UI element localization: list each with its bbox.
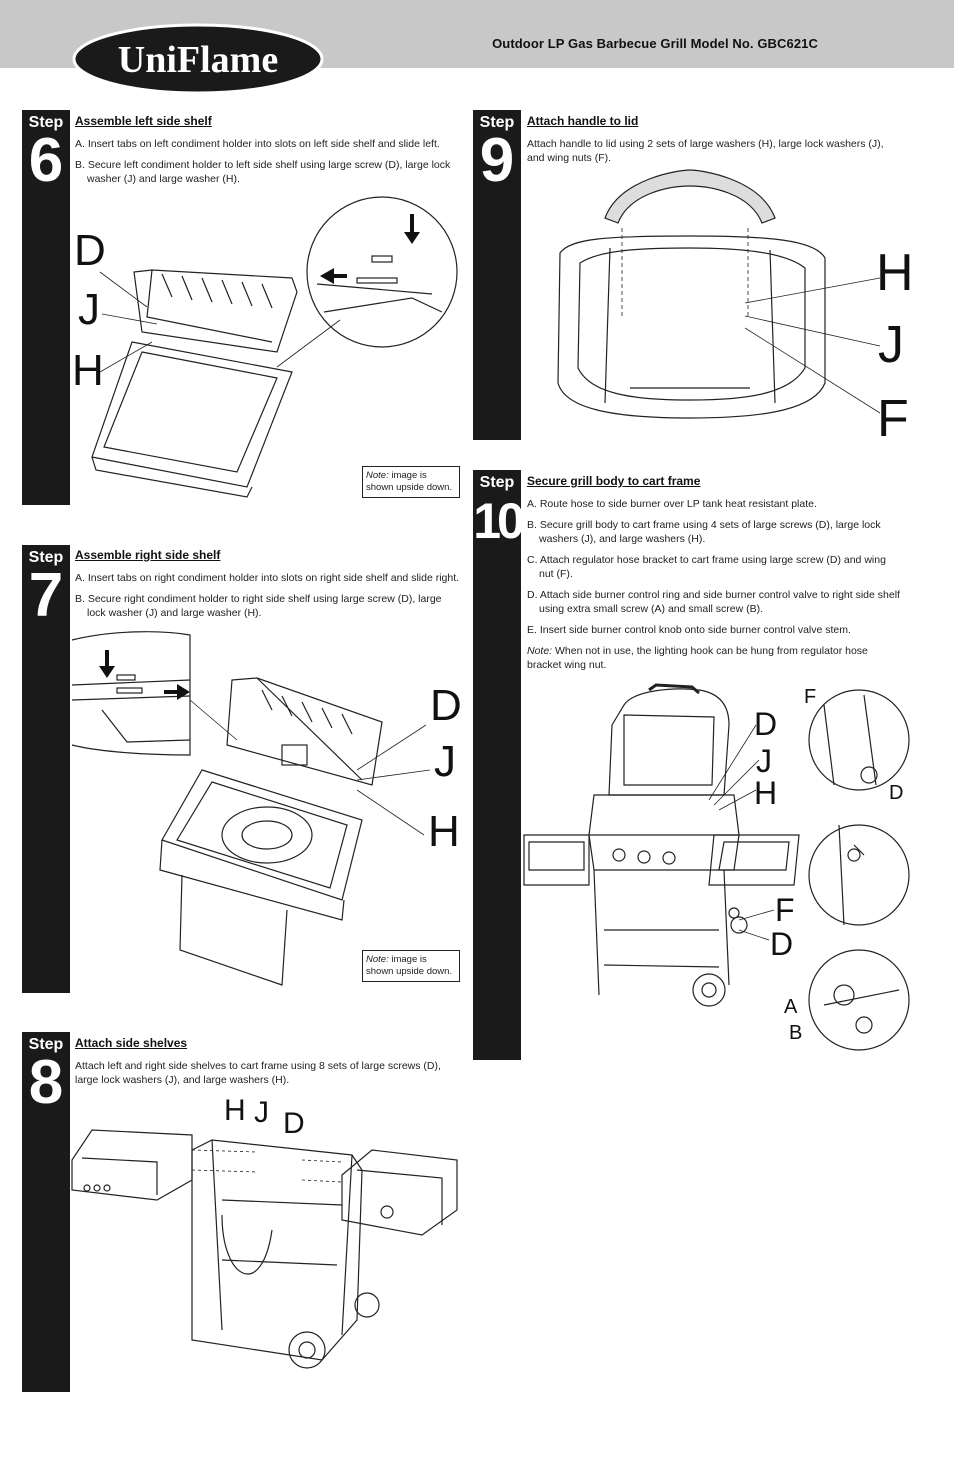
step-7-instructions: A. Insert tabs on right condiment holder…: [75, 571, 460, 627]
step-6-instructions: A. Insert tabs on left condiment holder …: [75, 137, 460, 193]
step-7-letter-d: D: [430, 681, 462, 730]
step-10-letter-h: H: [754, 775, 778, 811]
uniflame-logo: UniFlame: [72, 23, 324, 95]
step-7-note: Note: image is shown upside down.: [362, 950, 460, 982]
step-10-bar: Step 10: [473, 470, 525, 1060]
step-10-detail-f: F: [804, 686, 817, 708]
step-7-bar: Step 7: [22, 545, 70, 993]
step-7-b: B. Secure right condiment holder to righ…: [75, 593, 442, 619]
note-label: Note:: [366, 470, 389, 481]
step-label: Step: [28, 549, 64, 566]
step-10-detail-a: A: [784, 996, 798, 1018]
step-number: 8: [28, 1048, 64, 1117]
step-6-letter-j: J: [78, 285, 100, 334]
step-10-letter-d: D: [754, 706, 778, 742]
step-10-note: Note: When not in use, the lighting hook…: [527, 644, 902, 672]
note-label: Note:: [527, 645, 553, 657]
note-text: image is shown upside down.: [366, 954, 453, 977]
step-number: 9: [479, 126, 515, 195]
step-10-e: E. Insert side burner control knob onto …: [527, 624, 851, 636]
step-label: Step: [28, 1036, 64, 1053]
step-number: 7: [28, 561, 64, 630]
step-10-illustration: [523, 683, 910, 1051]
step-9-illustration: [557, 169, 881, 419]
step-7-title: Assemble right side shelf: [75, 548, 221, 562]
step-7-illustration: [71, 631, 431, 986]
step-8-title: Attach side shelves: [75, 1036, 188, 1050]
note-label: Note:: [366, 954, 389, 965]
step-7-letter-h: H: [428, 807, 460, 856]
step-8-letter-d: D: [283, 1107, 305, 1140]
step-10-instructions: A. Route hose to side burner over LP tan…: [527, 497, 902, 679]
step-10-c: C. Attach regulator hose bracket to cart…: [527, 554, 886, 580]
step-10-detail-b: B: [789, 1022, 803, 1044]
step-10-title: Secure grill body to cart frame: [527, 474, 701, 488]
step-label: Step: [479, 474, 515, 491]
note-text: When not in use, the lighting hook can b…: [527, 645, 868, 671]
step-9-letter-h: H: [876, 244, 914, 302]
step-6-letter-d: D: [74, 226, 106, 275]
step-9-instructions: Attach handle to lid using 2 sets of lar…: [527, 137, 902, 172]
step-9-letter-f: F: [877, 390, 909, 448]
brand-text: UniFlame: [118, 39, 278, 81]
step-8-letter-h: H: [224, 1094, 246, 1127]
step-10-letter-j: J: [756, 743, 772, 779]
note-text: image is shown upside down.: [366, 470, 453, 493]
step-8-text: Attach left and right side shelves to ca…: [75, 1060, 441, 1086]
step-6-a: A. Insert tabs on left condiment holder …: [75, 138, 440, 150]
step-9-title: Attach handle to lid: [527, 114, 639, 128]
step-6-letter-h: H: [72, 346, 104, 395]
step-label: Step: [479, 114, 515, 131]
step-9-text: Attach handle to lid using 2 sets of lar…: [527, 138, 884, 164]
step-9-letter-j: J: [878, 316, 904, 374]
step-number: 10: [473, 493, 525, 549]
step-8-illustration: [71, 1129, 458, 1369]
step-10-d: D. Attach side burner control ring and s…: [527, 589, 900, 615]
step-6-title: Assemble left side shelf: [75, 114, 212, 128]
step-number: 6: [28, 126, 64, 195]
step-7-a: A. Insert tabs on right condiment holder…: [75, 572, 460, 584]
step-7-letter-j: J: [434, 737, 456, 786]
step-8-letter-j: J: [254, 1096, 269, 1129]
step-6-illustration: [91, 196, 458, 498]
step-6-bar: Step 6: [22, 110, 70, 505]
model-title: Outdoor LP Gas Barbecue Grill Model No. …: [492, 36, 818, 51]
step-10-a: A. Route hose to side burner over LP tan…: [527, 498, 817, 510]
step-9-bar: Step 9: [473, 110, 521, 440]
step-8-bar: Step 8: [22, 1032, 70, 1392]
step-8-instructions: Attach left and right side shelves to ca…: [75, 1059, 460, 1094]
step-10-letter-d2: D: [770, 926, 794, 962]
step-6-note: Note: image is shown upside down.: [362, 466, 460, 498]
step-10-b: B. Secure grill body to cart frame using…: [527, 519, 881, 545]
step-10-detail-d: D: [889, 782, 904, 804]
step-6-b: B. Secure left condiment holder to left …: [75, 159, 451, 185]
step-10-letter-f: F: [775, 892, 795, 928]
step-label: Step: [28, 114, 64, 131]
